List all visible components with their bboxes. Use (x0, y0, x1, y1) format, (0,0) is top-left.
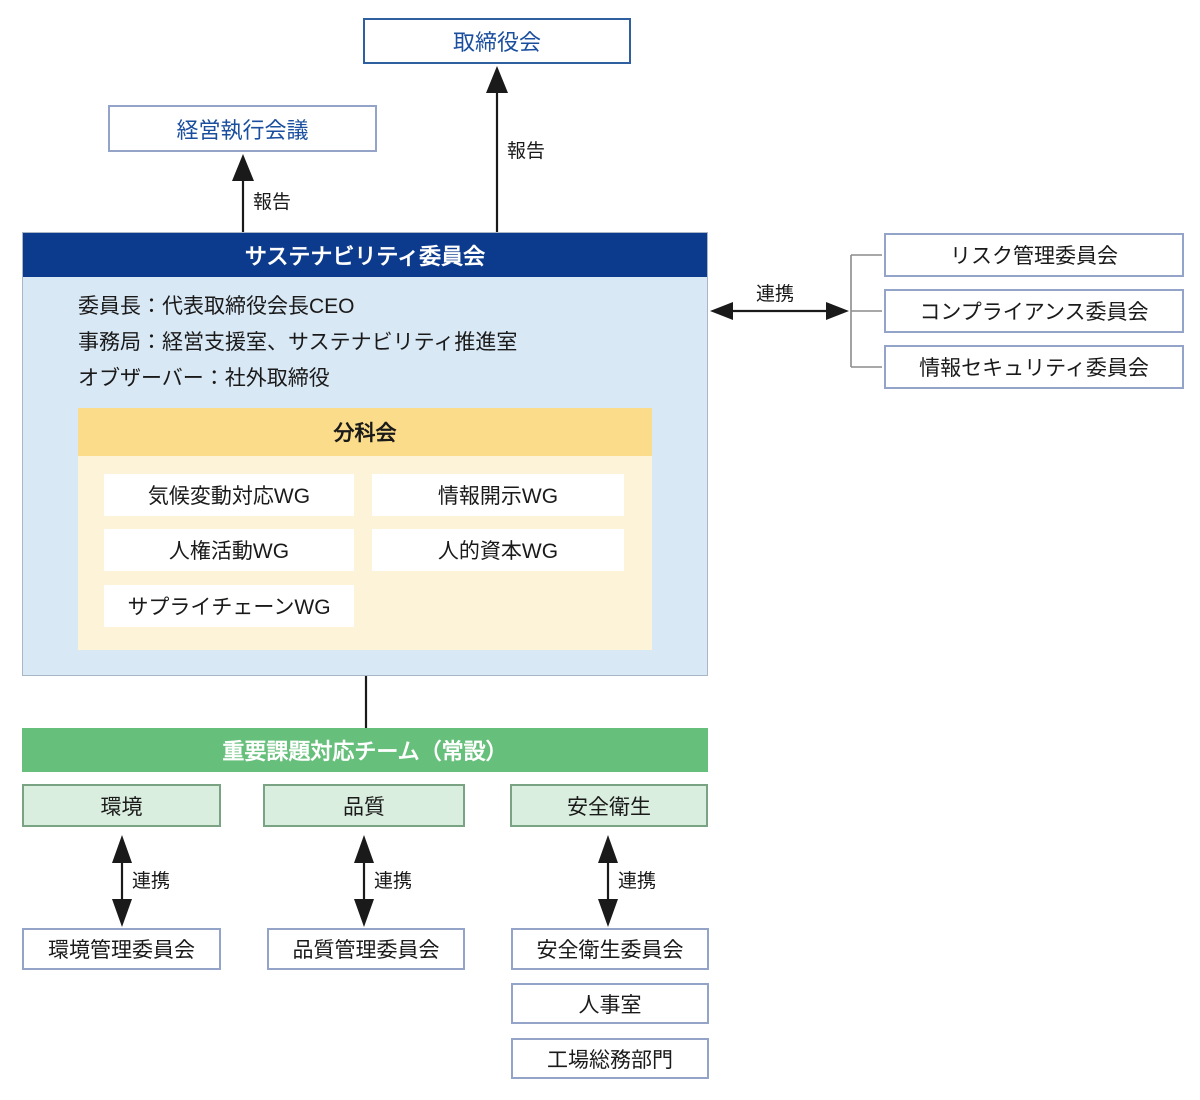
quality-management-committee-box: 品質管理委員会 (267, 928, 465, 970)
information-security-committee-box: 情報セキュリティ委員会 (884, 345, 1184, 389)
linked-committees-bracket (850, 254, 882, 368)
report-arrow-to-exec (232, 154, 254, 232)
environment-management-committee-box: 環境管理委員会 (22, 928, 221, 970)
wg-supply-chain-box: サプライチェーンWG (104, 585, 354, 627)
executive-meeting-box: 経営執行会議 (108, 105, 377, 152)
secretariat-text: 事務局：経営支援室、サステナビリティ推進室 (78, 331, 518, 354)
observer-text: オブザーバー：社外取締役 (78, 367, 330, 390)
compliance-committee-box: コンプライアンス委員会 (884, 289, 1184, 333)
report-label-board: 報告 (507, 141, 546, 162)
chair-text: 委員長：代表取締役会長CEO (78, 295, 355, 318)
wg-disclosure-box: 情報開示WG (372, 474, 624, 516)
risk-management-committee-box: リスク管理委員会 (884, 233, 1184, 277)
wg-human-rights-box: 人権活動WG (104, 529, 354, 571)
subcommittee-header: 分科会 (78, 408, 652, 456)
wg-climate-change-box: 気候変動対応WG (104, 474, 354, 516)
safety-health-committee-box: 安全衛生委員会 (511, 928, 709, 970)
cooperation-arrow-quality (354, 835, 374, 927)
hr-office-box: 人事室 (511, 983, 709, 1024)
cooperation-label-safety: 連携 (618, 871, 657, 892)
team-quality-box: 品質 (263, 784, 465, 827)
task-team-bar: 重要課題対応チーム（常設） (22, 728, 708, 772)
sustainability-committee-details: 委員長：代表取締役会長CEO 事務局：経営支援室、サステナビリティ推進室 オブザ… (78, 289, 517, 397)
cooperation-arrow-safety (598, 835, 618, 927)
cooperation-arrow-environment (112, 835, 132, 927)
cooperation-label-quality: 連携 (374, 871, 413, 892)
wg-human-capital-box: 人的資本WG (372, 529, 624, 571)
factory-general-affairs-box: 工場総務部門 (511, 1038, 709, 1079)
board-of-directors-box: 取締役会 (363, 18, 631, 64)
cooperation-label-environment: 連携 (132, 871, 171, 892)
team-safety-box: 安全衛生 (510, 784, 708, 827)
cooperation-label-horizontal: 連携 (756, 284, 795, 305)
report-label-exec: 報告 (253, 192, 292, 213)
sustainability-committee-header: サステナビリティ委員会 (23, 233, 707, 277)
team-environment-box: 環境 (22, 784, 221, 827)
report-arrow-to-board (486, 66, 508, 232)
